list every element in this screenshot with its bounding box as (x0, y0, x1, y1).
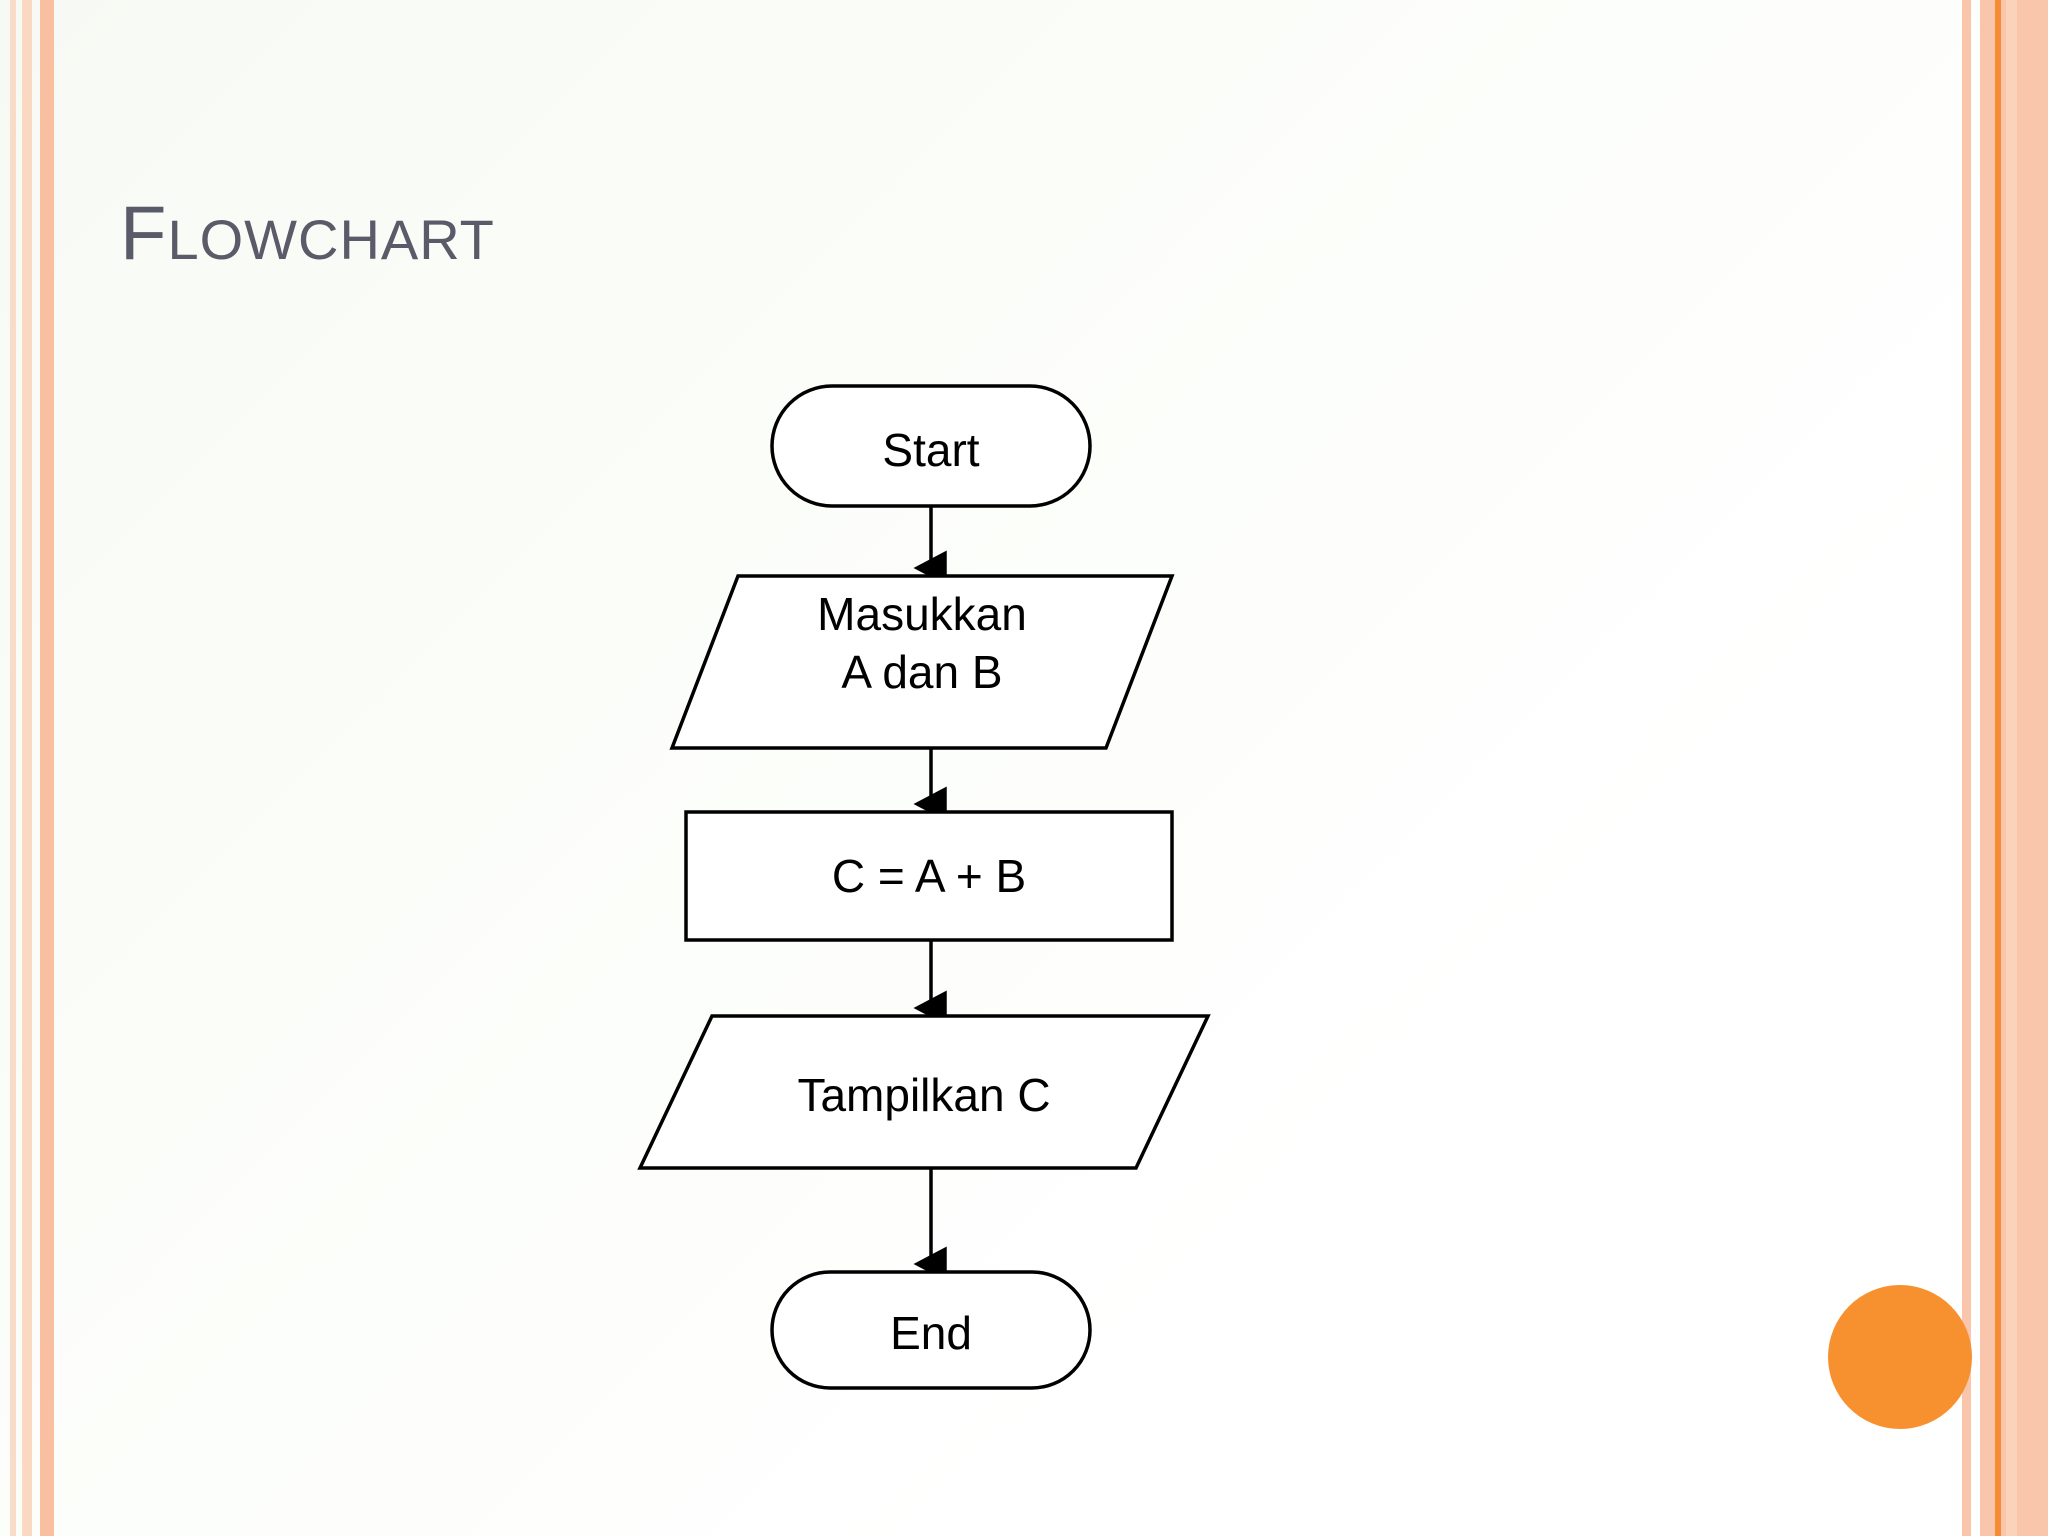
left-stripe-1 (10, 0, 16, 1536)
right-stripe-light (2006, 0, 2017, 1536)
node-input-shape[interactable] (669, 574, 1175, 750)
page-title: FLOWCHART (120, 196, 495, 272)
title-initial-cap: F (120, 191, 168, 276)
node-start-shape[interactable] (770, 384, 1092, 508)
node-output-shape[interactable] (637, 1014, 1211, 1170)
node-end-shape[interactable] (770, 1270, 1092, 1390)
right-stripe-1 (1962, 0, 1971, 1536)
node-process-shape[interactable] (684, 810, 1174, 942)
right-stripe-accent (1995, 0, 2001, 1536)
title-remainder: LOWCHART (167, 208, 495, 271)
left-stripe-2 (22, 0, 32, 1536)
left-stripe-3 (40, 0, 54, 1536)
orange-circle-decoration (1828, 1285, 1972, 1429)
